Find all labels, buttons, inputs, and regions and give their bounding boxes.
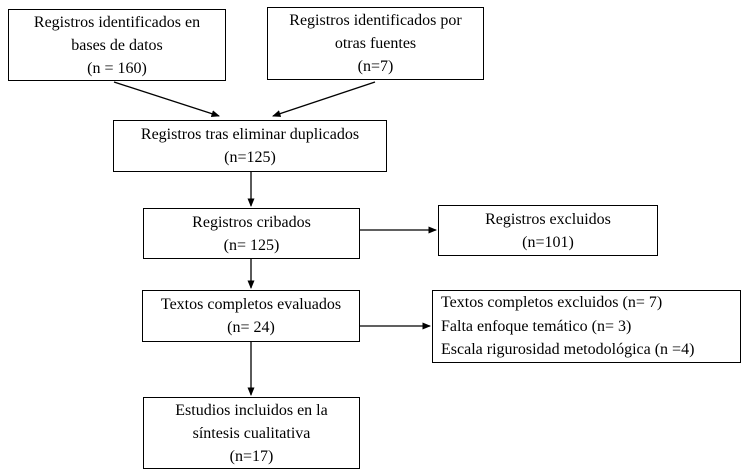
box-text-line: Estudios incluidos en la xyxy=(175,401,328,419)
box-count: (n= 125) xyxy=(223,236,280,254)
box-count: (n=101) xyxy=(522,233,574,251)
box-text-line: Textos completos evaluados xyxy=(160,296,342,313)
box-count: (n=125) xyxy=(224,149,276,166)
box-after-duplicates-removed: Registros tras eliminar duplicados (n=12… xyxy=(113,120,387,172)
box-count: (n=17) xyxy=(229,447,274,465)
box-count: (n=7) xyxy=(357,58,394,75)
box-fulltext-assessed: Textos completos evaluados (n= 24) xyxy=(142,290,360,342)
box-count: (n = 160) xyxy=(87,59,147,77)
box-text-line: Registros cribados xyxy=(192,213,311,231)
box-records-excluded: Registros excluidos (n=101) xyxy=(438,205,658,256)
box-records-screened: Registros cribados (n= 125) xyxy=(143,208,360,259)
box-count: (n= 24) xyxy=(227,319,275,336)
box-text-line: otras fuentes xyxy=(334,35,417,52)
box-text-line: bases de datos xyxy=(71,36,163,54)
box-studies-included: Estudios incluidos en la síntesis cualit… xyxy=(143,397,360,469)
box-text-line: Registros tras eliminar duplicados xyxy=(140,126,360,143)
box-fulltext-excluded: Textos completos excluidos (n= 7) Falta … xyxy=(432,290,741,363)
box-text-line: Textos completos excluidos (n= 7) xyxy=(441,294,663,312)
box-identified-other-sources: Registros identificados por otras fuente… xyxy=(267,7,484,80)
box-text-line: Escala rigurosidad metodológica (n =4) xyxy=(441,341,695,359)
box-text-line: Registros excluidos xyxy=(485,210,611,228)
box-text-line: Registros identificados por xyxy=(289,12,462,29)
box-text-line: síntesis cualitativa xyxy=(192,424,311,442)
box-text-line: Registros identificados en xyxy=(33,13,201,31)
arrow-databases-to-dedup xyxy=(113,81,220,118)
arrow-other-sources-to-dedup xyxy=(272,81,376,117)
box-identified-databases: Registros identificados en bases de dato… xyxy=(8,9,226,81)
box-text-line: Falta enfoque temático (n= 3) xyxy=(441,317,632,335)
